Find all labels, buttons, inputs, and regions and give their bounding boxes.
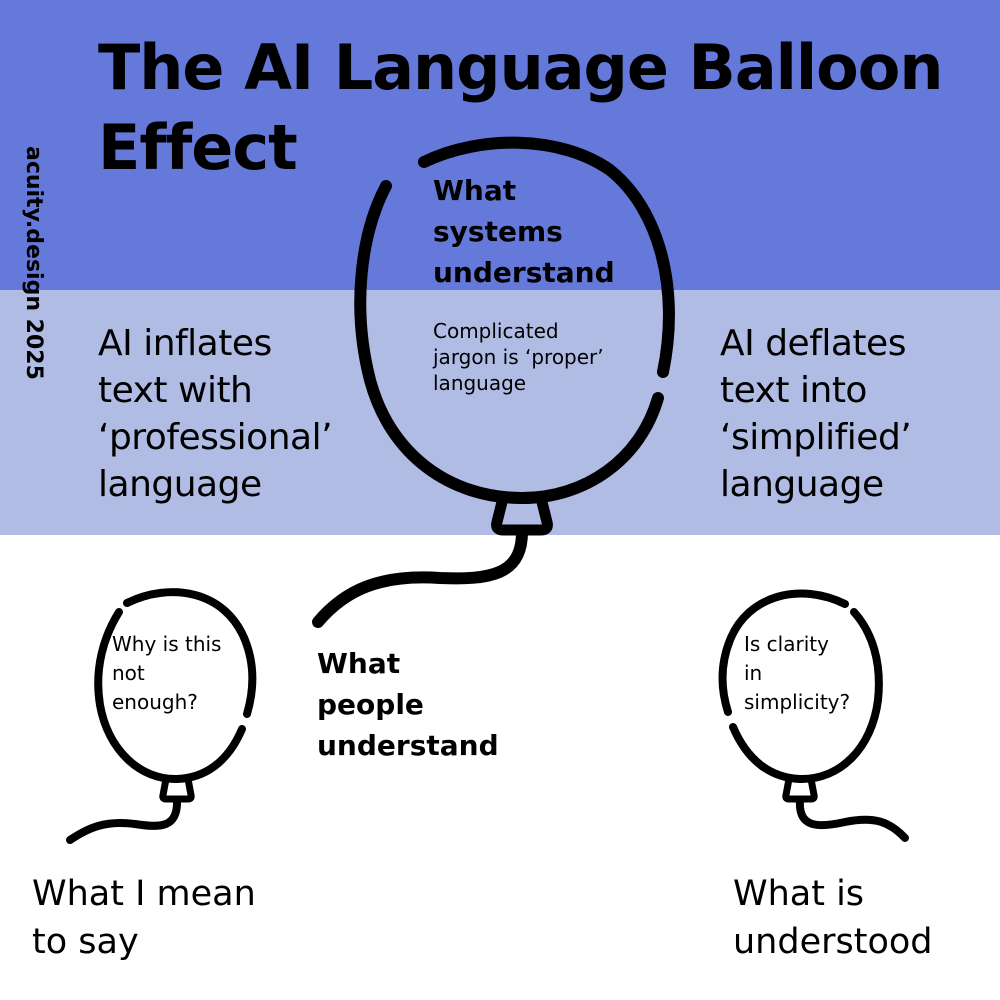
right-balloon-question: Is clarity in simplicity? (744, 630, 850, 717)
inflate-line: AI inflates (98, 323, 272, 364)
question-line: in (744, 661, 763, 685)
people-line: What (317, 647, 401, 680)
people-understand-label: What people understand (317, 643, 499, 766)
systems-understand-heading: What systems understand (433, 170, 615, 293)
jargon-line: jargon is ‘proper’ (433, 345, 604, 369)
caption-line: What is (733, 874, 865, 914)
deflate-line: AI deflates (720, 323, 906, 364)
deflate-line: text into (720, 370, 867, 411)
heading-line: systems (433, 215, 563, 248)
jargon-description: Complicated jargon is ‘proper’ language (433, 318, 604, 396)
left-balloon-icon (66, 588, 257, 844)
question-line: simplicity? (744, 690, 851, 714)
caption-line: to say (32, 922, 139, 962)
question-line: Is clarity (744, 632, 829, 656)
people-line: understand (317, 729, 499, 762)
deflate-description: AI deflates text into ‘simplified’ langu… (720, 320, 912, 508)
question-line: not (112, 661, 145, 685)
deflate-line: language (720, 464, 884, 505)
heading-line: understand (433, 256, 615, 289)
inflate-description: AI inflates text with ‘professional’ lan… (98, 320, 333, 508)
question-line: enough? (112, 690, 198, 714)
caption-line: What I mean (32, 874, 256, 914)
question-line: Why is this (112, 632, 222, 656)
heading-line: What (433, 174, 517, 207)
people-line: people (317, 688, 424, 721)
inflate-line: language (98, 464, 262, 505)
big-balloon-icon (312, 136, 675, 628)
caption-line: understood (733, 922, 933, 962)
deflate-line: ‘simplified’ (720, 417, 912, 458)
is-understood-caption: What is understood (733, 870, 933, 966)
left-balloon-question: Why is this not enough? (112, 630, 221, 717)
inflate-line: ‘professional’ (98, 417, 333, 458)
page-title: The AI Language Balloon Effect (98, 28, 958, 188)
inflate-line: text with (98, 370, 253, 411)
jargon-line: language (433, 371, 527, 395)
right-balloon-icon (718, 589, 909, 842)
jargon-line: Complicated (433, 319, 559, 343)
title-line-2: Effect (98, 111, 298, 184)
title-line-1: The AI Language Balloon (98, 31, 943, 104)
mean-to-say-caption: What I mean to say (32, 870, 256, 966)
